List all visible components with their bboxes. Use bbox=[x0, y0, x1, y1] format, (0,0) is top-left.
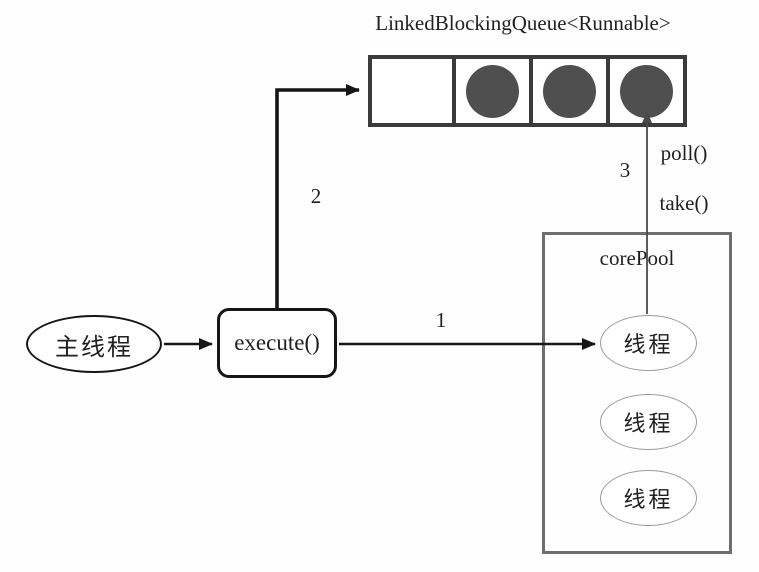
step2-label: 2 bbox=[310, 184, 322, 208]
worker-thread-label: 线程 bbox=[623, 411, 674, 436]
queue-cell bbox=[529, 59, 606, 123]
worker-thread-label: 线程 bbox=[623, 332, 674, 357]
worker-thread-ellipse: 线程 bbox=[600, 394, 697, 450]
worker-thread-label: 线程 bbox=[623, 487, 674, 512]
execute-label: execute() bbox=[234, 330, 320, 355]
take-label: take() bbox=[659, 191, 709, 215]
task-circle bbox=[466, 64, 519, 118]
task-circle bbox=[620, 64, 673, 118]
poll-label: poll() bbox=[660, 141, 708, 165]
queue-title: LinkedBlockingQueue<Runnable> bbox=[375, 11, 671, 35]
queue-cell bbox=[606, 59, 683, 123]
worker-thread-ellipse: 线程 bbox=[600, 470, 697, 526]
main-thread-ellipse: 主线程 bbox=[26, 315, 162, 373]
main-thread-label: 主线程 bbox=[55, 334, 133, 361]
execute-node: execute() bbox=[217, 308, 337, 378]
task-circle bbox=[543, 64, 596, 118]
core-pool-label: corePool bbox=[599, 246, 675, 270]
core-pool-box bbox=[542, 232, 732, 554]
step3-label: 3 bbox=[619, 158, 631, 182]
worker-thread-ellipse: 线程 bbox=[600, 315, 697, 371]
blocking-queue bbox=[368, 55, 687, 127]
queue-cell bbox=[452, 59, 529, 123]
step1-label: 1 bbox=[435, 308, 447, 332]
queue-cell bbox=[372, 59, 452, 123]
